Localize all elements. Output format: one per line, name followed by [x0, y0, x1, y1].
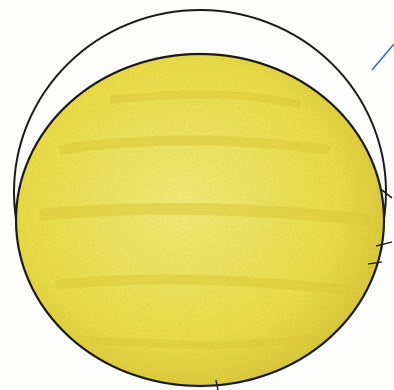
- blue-stray-line: [372, 44, 394, 70]
- right-tick-mark-top: [382, 190, 392, 198]
